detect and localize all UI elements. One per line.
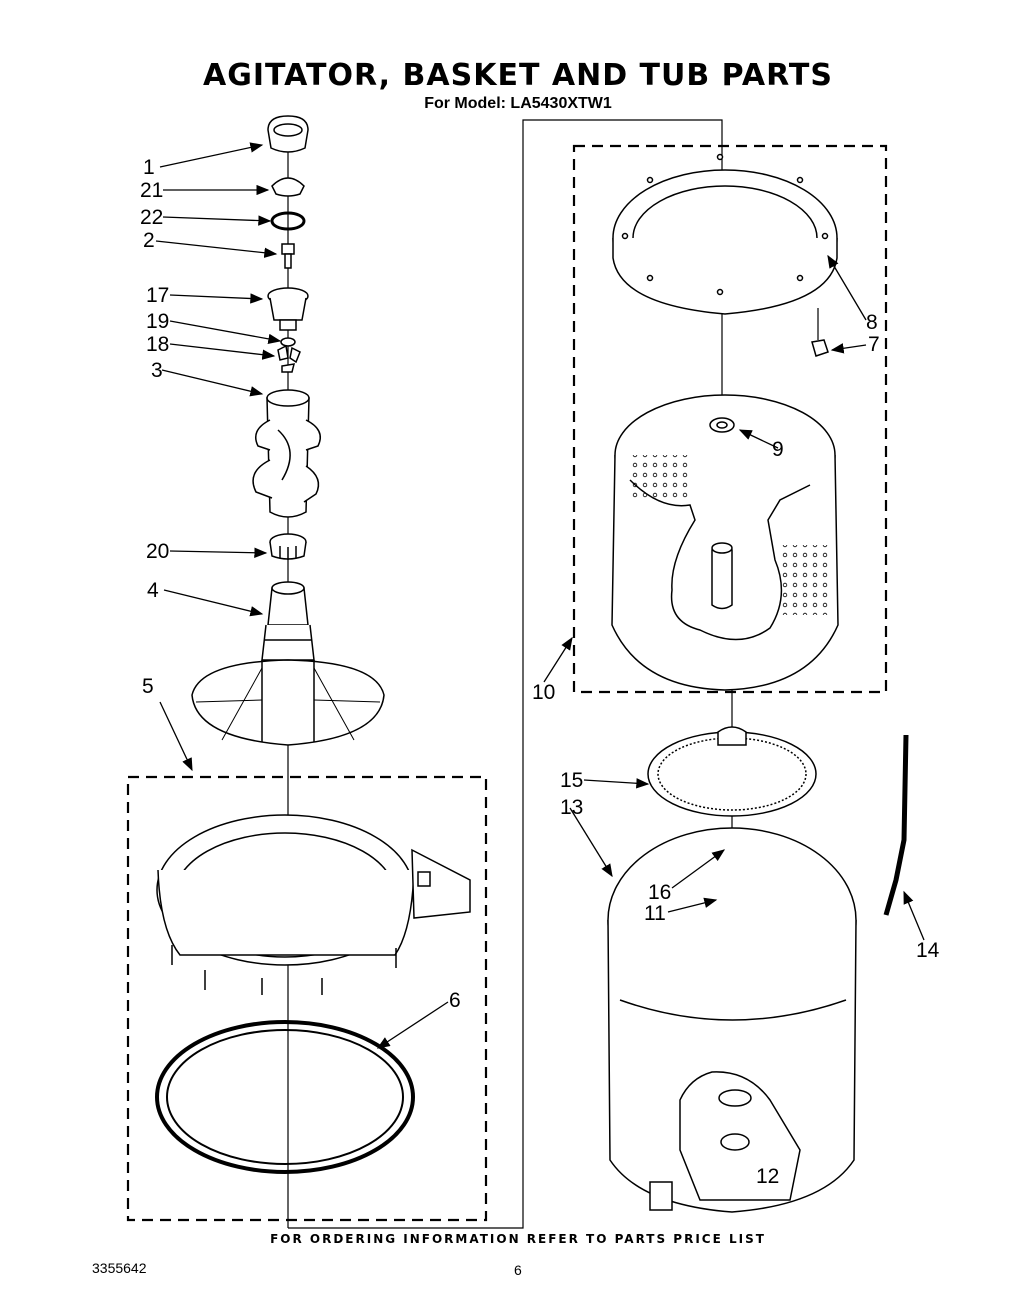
part-4-drive-cone	[261, 581, 315, 661]
callout-8: 8	[866, 311, 878, 334]
callout-5: 5	[142, 675, 154, 698]
callout-20: 20	[146, 540, 170, 563]
page-title: AGITATOR, BASKET AND TUB PARTS	[203, 58, 833, 93]
ordering-note: FOR ORDERING INFORMATION REFER TO PARTS …	[270, 1232, 766, 1246]
callout-10: 10	[532, 681, 556, 704]
part-17-dog-cam	[267, 287, 309, 331]
callout-17: 17	[146, 284, 170, 307]
part-18-dogs	[277, 344, 301, 373]
leader-arrows	[155, 142, 925, 1049]
part-7-clip	[811, 339, 829, 357]
callout-3: 3	[151, 359, 163, 382]
callout-14: 14	[916, 939, 940, 962]
callout-16: 16	[648, 881, 672, 904]
model-subtitle: For Model: LA5430XTW1	[424, 95, 612, 112]
callout-21: 21	[140, 179, 164, 202]
part-10-wash-basket	[611, 394, 839, 691]
part-22-seal-ring	[270, 211, 306, 231]
callout-2: 2	[143, 229, 155, 252]
part-6-tub-seal	[155, 1020, 415, 1174]
part-5-tub-ring	[156, 814, 471, 995]
dashed-group-box-10	[572, 144, 888, 694]
page-number: 6	[514, 1262, 522, 1278]
part-1-agitator-cap	[267, 115, 309, 153]
callout-13: 13	[560, 796, 584, 819]
part-2-bolt	[281, 243, 295, 269]
callout-4: 4	[147, 579, 159, 602]
callout-22: 22	[140, 206, 164, 229]
callout-19: 19	[146, 310, 170, 333]
callout-1: 1	[143, 156, 155, 179]
part-3-agitator-barrel	[252, 389, 321, 518]
callout-18: 18	[146, 333, 170, 356]
part-13-outer-tub	[607, 827, 857, 1213]
dashed-group-box-5	[126, 775, 488, 1222]
callout-7: 7	[868, 333, 880, 356]
document-number: 3355642	[92, 1260, 147, 1276]
callout-6: 6	[449, 989, 461, 1012]
part-15-hub	[647, 726, 817, 817]
callout-12: 12	[756, 1165, 780, 1188]
part-5-agitator-base	[191, 659, 385, 746]
part-8-balance-ring	[612, 153, 838, 315]
callout-9: 9	[772, 438, 784, 461]
part-20-bearing	[269, 533, 307, 560]
part-14-hose	[883, 734, 909, 916]
callout-11: 11	[644, 902, 666, 925]
callout-15: 15	[560, 769, 584, 792]
part-9-spanner-nut	[709, 417, 735, 433]
part-21-cap-adapter	[271, 177, 305, 197]
part-19-washer	[280, 337, 296, 347]
